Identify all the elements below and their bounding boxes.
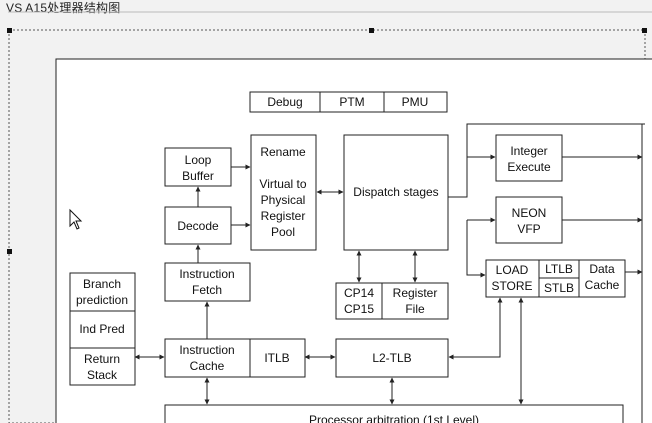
svg-text:Stack: Stack [87, 368, 118, 382]
svg-text:CP14: CP14 [344, 286, 374, 300]
integer-execute-block: Integer Execute [495, 134, 563, 182]
stlb-block: STLB [538, 277, 580, 298]
svg-text:Rename: Rename [260, 145, 306, 159]
l2-tlb-block: L2-TLB [335, 338, 449, 378]
pmu-block: PMU [383, 91, 448, 113]
svg-text:Pool: Pool [271, 225, 295, 239]
svg-text:LTLB: LTLB [545, 262, 573, 276]
svg-text:Decode: Decode [177, 219, 219, 233]
processor-arbitration-block: Processor arbitration (1st Level) [164, 404, 624, 423]
svg-text:Cache: Cache [585, 278, 620, 292]
rename-block: Rename Virtual to Physical Register Pool [250, 134, 317, 251]
decode-block: Decode [164, 206, 232, 245]
mouse-cursor-icon [69, 208, 83, 230]
resize-handle-left-center[interactable] [7, 249, 12, 254]
data-cache-block: Data Cache [578, 259, 626, 298]
svg-text:Loop: Loop [185, 153, 212, 167]
svg-text:ITLB: ITLB [264, 351, 289, 365]
svg-text:Integer: Integer [510, 144, 547, 158]
ind-pred-block: Ind Pred [69, 310, 136, 349]
branch-prediction-block: Branch prediction [69, 272, 136, 312]
dispatch-stages-block: Dispatch stages [343, 134, 449, 251]
svg-text:Data: Data [589, 262, 615, 276]
load-store-block: LOAD STORE [485, 259, 540, 298]
svg-text:VFP: VFP [517, 222, 540, 236]
svg-text:NEON: NEON [512, 206, 547, 220]
itlb-block: ITLB [249, 338, 306, 378]
svg-text:PTM: PTM [339, 95, 364, 109]
debug-block: Debug [249, 91, 321, 113]
svg-text:Ind Pred: Ind Pred [79, 322, 124, 336]
svg-text:prediction: prediction [76, 293, 128, 307]
return-stack-block: Return Stack [69, 347, 136, 386]
svg-text:L2-TLB: L2-TLB [372, 351, 411, 365]
svg-text:Instruction: Instruction [179, 267, 234, 281]
resize-handle-top-right[interactable] [642, 28, 647, 33]
cp14-cp15-block: CP14 CP15 [335, 282, 383, 320]
instruction-cache-block: Instruction Cache [164, 338, 251, 378]
svg-text:STLB: STLB [544, 281, 574, 295]
svg-text:Cache: Cache [190, 359, 225, 373]
svg-text:Instruction: Instruction [179, 343, 234, 357]
svg-text:Dispatch stages: Dispatch stages [353, 185, 438, 199]
svg-text:CP15: CP15 [344, 302, 374, 316]
ltlb-block: LTLB [538, 259, 580, 279]
resize-handle-top-left[interactable] [7, 28, 12, 33]
svg-text:Register: Register [261, 209, 306, 223]
svg-text:STORE: STORE [491, 279, 532, 293]
svg-text:Virtual to: Virtual to [259, 177, 306, 191]
svg-text:Return: Return [84, 352, 120, 366]
svg-text:PMU: PMU [402, 95, 429, 109]
instruction-fetch-block: Instruction Fetch [164, 262, 251, 302]
connector-lines [134, 123, 645, 423]
svg-text:Branch: Branch [83, 277, 121, 291]
svg-text:Register: Register [393, 286, 438, 300]
resize-handle-top-center[interactable] [369, 28, 374, 33]
svg-text:Physical: Physical [261, 193, 306, 207]
svg-text:Fetch: Fetch [192, 283, 222, 297]
ptm-block: PTM [319, 91, 385, 113]
svg-text:LOAD: LOAD [496, 263, 529, 277]
register-file-block: Register File [381, 282, 449, 320]
svg-text:Execute: Execute [507, 160, 551, 174]
neon-vfp-block: NEON VFP [495, 196, 563, 244]
svg-text:File: File [405, 302, 425, 316]
svg-text:Buffer: Buffer [182, 169, 214, 183]
svg-text:Processor arbitration (1st Lev: Processor arbitration (1st Level) [309, 413, 479, 423]
svg-text:Debug: Debug [267, 95, 302, 109]
loop-buffer-block: Loop Buffer [164, 147, 232, 187]
